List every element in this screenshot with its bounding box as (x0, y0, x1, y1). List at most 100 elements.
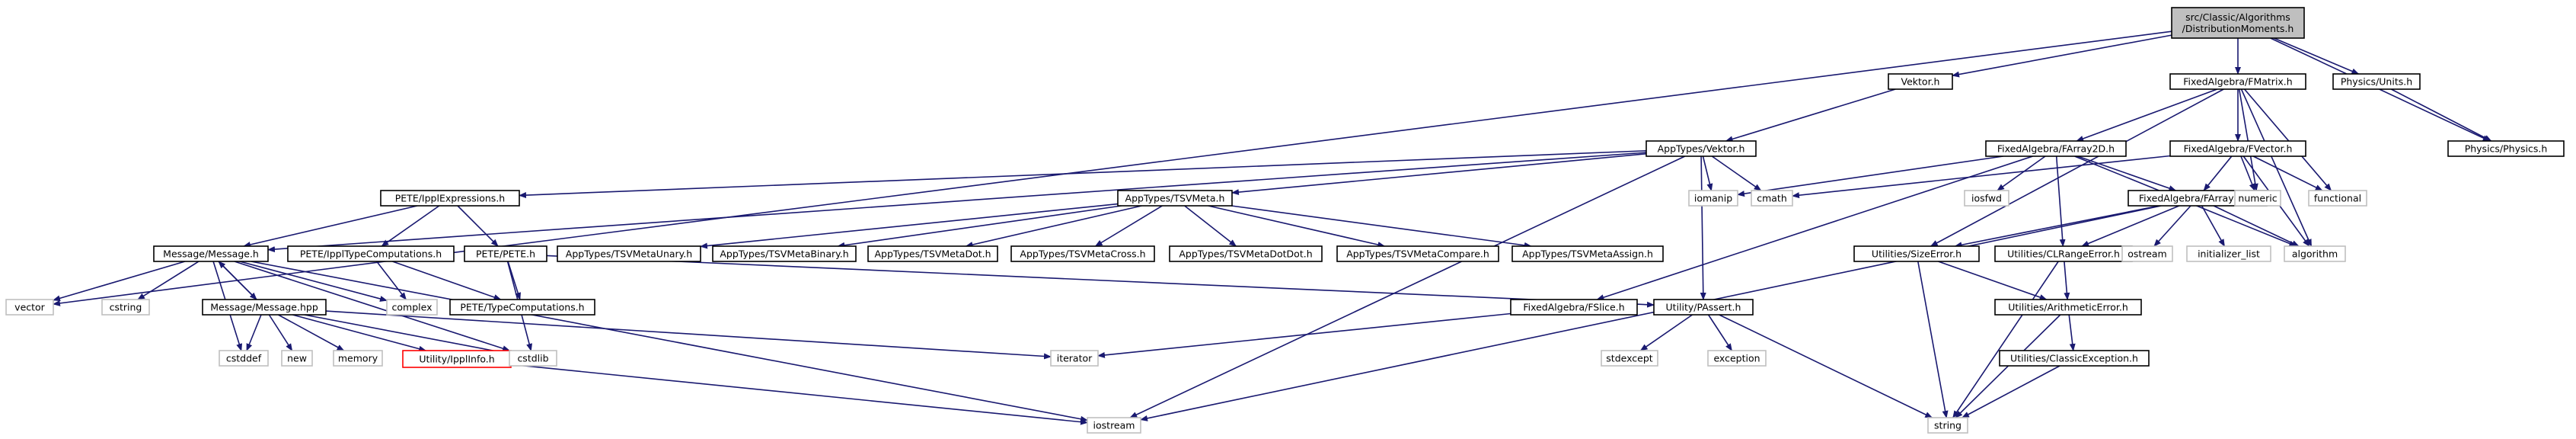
node-label: Utilities/ArithmeticError.h (2008, 302, 2128, 313)
include-edge-apptypes_vektor-to-message_h (267, 152, 1647, 253)
node-box (1927, 417, 1968, 434)
node-farray1d[interactable]: FixedAlgebra/FArray1D.h (2128, 190, 2268, 207)
node-fslice[interactable]: FixedAlgebra/FSlice.h (1510, 299, 1638, 316)
node-box (2121, 245, 2173, 262)
node-message-h[interactable]: Message/Message.h (153, 245, 269, 262)
node-fvector[interactable]: FixedAlgebra/FVector.h (2169, 140, 2306, 157)
node-label: memory (338, 353, 378, 364)
node-box (712, 245, 857, 262)
include-edge-farray2d-to-fslice (1596, 155, 2033, 300)
node-units[interactable]: Physics/Units.h (2332, 73, 2421, 90)
include-edge-message_h-to-complex (239, 261, 388, 302)
node-label: PETE/PETE.h (476, 248, 535, 260)
node-tsv-unary[interactable]: AppTypes/TSVMetaUnary.h (557, 245, 701, 262)
node-label: cstddef (226, 353, 262, 364)
node-label: cmath (1757, 193, 1787, 204)
node-message-hpp[interactable]: Message/Message.hpp (202, 299, 327, 316)
node-tsv-dotdot[interactable]: AppTypes/TSVMetaDotDot.h (1169, 245, 1323, 262)
node-box (219, 350, 269, 367)
node-box (287, 245, 455, 262)
node-physics[interactable]: Physics/Physics.h (2447, 140, 2565, 157)
include-edge-fmatrix-to-farray2d (2076, 88, 2218, 142)
node-label: AppTypes/TSVMetaAssign.h (1522, 248, 1653, 260)
node-label: AppTypes/TSVMeta.h (1125, 193, 1225, 204)
include-edge-size_error-to-string (1917, 261, 1949, 418)
node-classic-exc[interactable]: Utilities/ClassicException.h (1999, 350, 2150, 367)
node-farray2d[interactable]: FixedAlgebra/FArray2D.h (1985, 140, 2127, 157)
node-label: cstdlib (517, 353, 548, 364)
node-arith-error[interactable]: Utilities/ArithmeticError.h (1994, 299, 2142, 316)
node-ippl-expr[interactable]: PETE/IpplExpressions.h (380, 190, 520, 207)
node-passert[interactable]: Utility/PAssert.h (1653, 299, 1754, 316)
node-box (1653, 299, 1754, 316)
node-box (1646, 140, 1757, 157)
node-tsv-dot[interactable]: AppTypes/TSVMetaDot.h (867, 245, 998, 262)
node-box (333, 350, 383, 367)
node-tsvmeta[interactable]: AppTypes/TSVMeta.h (1117, 190, 1233, 207)
node-fmatrix[interactable]: FixedAlgebra/FMatrix.h (2169, 73, 2306, 90)
node-label: ostream (2128, 248, 2166, 260)
node-exception: exception (1707, 350, 1767, 367)
node-label: exception (1713, 353, 1760, 364)
node-root[interactable]: src/Classic/Algorithms/DistributionMomen… (2171, 7, 2305, 39)
node-ippl-typecomp[interactable]: PETE/IpplTypeComputations.h (287, 245, 455, 262)
include-edge-message_hpp-to-ipplinfo (292, 314, 427, 352)
include-edge-pete_h-to-passert (546, 255, 1655, 308)
include-edge-fvector-to-cmath (1792, 155, 2171, 199)
node-box (1511, 245, 1664, 262)
include-edge-tsvmeta-to-tsv_assign (1231, 205, 1532, 248)
node-box (153, 245, 269, 262)
node-label: Utility/PAssert.h (1666, 302, 1741, 313)
node-type-comp[interactable]: PETE/TypeComputations.h (449, 299, 595, 316)
include-edge-units-to-physics (2390, 88, 2492, 142)
include-edge-arith_error-to-classic_exc (2068, 314, 2076, 351)
include-edge-tsvmeta-to-tsv_compare (1208, 205, 1386, 248)
node-box (281, 350, 313, 367)
include-edge-root-to-units (2273, 37, 2360, 75)
node-label: FixedAlgebra/FArray1D.h (2139, 193, 2256, 204)
node-tsv-assign[interactable]: AppTypes/TSVMetaAssign.h (1511, 245, 1664, 262)
node-label: Utilities/ClassicException.h (2010, 353, 2138, 364)
include-edge-fvector-to-functional (2252, 155, 2323, 191)
node-size-error[interactable]: Utilities/SizeError.h (1853, 245, 1980, 262)
node-label: Vektor.h (1901, 76, 1940, 88)
include-edge-apptypes_vektor-to-iomanip (1702, 155, 1713, 191)
include-edge-ippl_typecomp-to-complex (376, 261, 407, 300)
include-edge-farray1d-to-clrange_error (2081, 205, 2180, 247)
node-box (5, 299, 54, 316)
node-label: AppTypes/TSVMetaBinary.h (720, 248, 848, 260)
node-tsv-cross[interactable]: AppTypes/TSVMetaCross.h (1010, 245, 1155, 262)
include-edge-apptypes_vektor-to-ippl_expr (519, 150, 1647, 199)
node-box (449, 299, 595, 316)
include-edge-farray2d-to-iomanip (1737, 155, 2003, 197)
include-edge-passert-to-exception (1707, 314, 1733, 351)
node-vektor-h[interactable]: Vektor.h (1888, 73, 1953, 90)
node-tsv-compare[interactable]: AppTypes/TSVMetaCompare.h (1336, 245, 1499, 262)
node-box (1707, 350, 1767, 367)
node-label: stdexcept (1606, 353, 1652, 364)
node-box (2234, 190, 2281, 207)
node-label: AppTypes/TSVMetaCross.h (1020, 248, 1145, 260)
include-edge-fmatrix-to-size_error (1930, 88, 2224, 247)
node-iosfwd: iosfwd (1964, 190, 2009, 207)
include-edge-farray1d-to-ostream (2153, 205, 2191, 247)
node-algorithm: algorithm (2284, 245, 2346, 262)
include-edge-fslice-to-iterator (1097, 312, 1511, 358)
node-apptypes-vektor[interactable]: AppTypes/Vektor.h (1646, 140, 1757, 157)
node-cmath: cmath (1751, 190, 1793, 207)
node-label: complex (392, 302, 433, 313)
node-pete-h[interactable]: PETE/PETE.h (464, 245, 547, 262)
include-edge-farray2d-to-farray1d (2077, 155, 2177, 191)
include-edge-fvector-to-numeric (2240, 155, 2255, 191)
node-box (1999, 350, 2150, 367)
node-label: new (287, 353, 307, 364)
node-box (1010, 245, 1155, 262)
node-box (101, 299, 150, 316)
node-label: numeric (2238, 193, 2277, 204)
node-tsv-binary[interactable]: AppTypes/TSVMetaBinary.h (712, 245, 857, 262)
node-label: Utilities/CLRangeError.h (2007, 248, 2120, 260)
node-clrange-error[interactable]: Utilities/CLRangeError.h (1994, 245, 2133, 262)
node-box (2169, 140, 2306, 157)
node-box (2171, 7, 2305, 39)
